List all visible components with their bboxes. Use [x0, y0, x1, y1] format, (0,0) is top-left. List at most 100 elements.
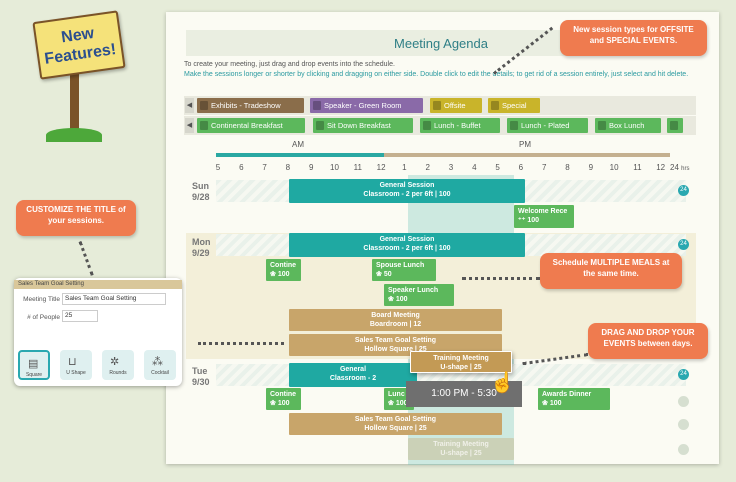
tue-goal-detail: Hollow Square | 25	[364, 425, 427, 432]
tue-continental[interactable]: Contine❀ 100	[266, 388, 301, 410]
ghost-detail: U-shape | 25	[440, 450, 482, 457]
shape-cocktail[interactable]: ⁂ Cocktail	[144, 350, 176, 380]
shape-square-label: Square	[25, 372, 43, 378]
palette-speaker[interactable]: Speaker - Green Room	[310, 98, 423, 113]
scroll-left-button[interactable]: ◀	[185, 98, 194, 113]
sun-welcome-title: Welcome Rece	[518, 208, 568, 215]
hour-label: 1	[402, 163, 407, 172]
hour-label: 6	[239, 163, 244, 172]
palette-special[interactable]: Special	[488, 98, 540, 113]
mon-spouse-title: Spouse Lunch	[376, 262, 425, 269]
tue-goal-title: Sales Team Goal Setting	[354, 416, 437, 423]
shape-u[interactable]: ⊔ U Shape	[60, 350, 92, 380]
am-bar	[216, 153, 384, 157]
tue-lunch-title: Lunc	[388, 391, 405, 398]
sun-general-session-title: General Session	[379, 182, 435, 189]
palette-lunch-buffet[interactable]: Lunch - Buffet	[420, 118, 500, 133]
day-tue-name: Tue	[192, 366, 208, 376]
hour-label: 4	[472, 163, 477, 172]
mon-continental[interactable]: Contine❀ 100	[266, 259, 301, 281]
pm-label: PM	[519, 140, 531, 149]
tue-continental-detail: ❀ 100	[270, 400, 290, 407]
hour-label: 12	[376, 163, 386, 172]
tue-badge: 24	[678, 369, 689, 380]
hrs-unit: hrs	[681, 166, 690, 172]
pm-bar	[384, 153, 670, 157]
mon-speaker-lunch[interactable]: Speaker Lunch ❀ 100	[384, 284, 454, 306]
sun-welcome-reception[interactable]: Welcome Rece⁺⁺ 100	[514, 205, 574, 228]
palette-lunch-plated[interactable]: Lunch - Plated	[507, 118, 588, 133]
meeting-title-label: Meeting Title	[23, 296, 60, 303]
day-sun-date: 9/28	[192, 192, 210, 202]
new-features-sign: New Features!	[32, 10, 126, 80]
drag-detail: U-shape | 25	[440, 364, 482, 371]
day-tue-date: 9/30	[192, 377, 210, 387]
mon-speaker-title: Speaker Lunch	[388, 287, 439, 294]
rounds-icon: ✲	[110, 356, 120, 368]
cocktail-icon: ⁂	[152, 356, 163, 368]
palette-continental-breakfast[interactable]: Continental Breakfast	[197, 118, 305, 133]
sun-general-session-detail: Classroom - 2 per 6ft | 100	[363, 191, 451, 198]
instructions-line-1: To create your meeting, just drag and dr…	[184, 61, 395, 68]
hour-label: 3	[448, 163, 454, 172]
hour-label: 10	[330, 163, 339, 172]
mon-continental-detail: ❀ 100	[270, 271, 290, 278]
mon-spouse-detail: ❀ 50	[376, 271, 392, 278]
ghost-title: Training Meeting	[433, 441, 489, 448]
callout-title: CUSTOMIZE THE TITLE of your sessions.	[16, 200, 136, 236]
shape-square[interactable]: ▤Square	[18, 350, 50, 380]
palette-offsite[interactable]: Offsite	[430, 98, 482, 113]
hour-label: 12	[656, 163, 666, 172]
shape-u-label: U Shape	[66, 370, 86, 376]
time-tooltip: 1:00 PM - 5:30	[406, 381, 522, 407]
shape-rounds[interactable]: ✲Rounds	[102, 350, 134, 380]
hours-end-label: 24 hrs	[670, 163, 689, 172]
palette-exhibits[interactable]: Exhibits - Tradeshow	[197, 98, 304, 113]
hand-cursor-icon: ☝	[490, 372, 515, 394]
palette-box-lunch[interactable]: Box Lunch	[595, 118, 661, 133]
mon-general-session-title: General Session	[379, 236, 435, 243]
tue-awards-dinner[interactable]: Awards Dinner❀ 100	[538, 388, 610, 410]
day-sun-name: Sun	[192, 181, 209, 191]
tue-badge-4	[678, 444, 689, 455]
mon-badge: 24	[678, 239, 689, 250]
hour-label: 11	[633, 163, 642, 172]
sun-welcome-count: 100	[527, 217, 540, 224]
scroll-left-button-2[interactable]: ◀	[185, 118, 194, 133]
day-mon-date: 9/29	[192, 248, 210, 258]
palette-sit-down-breakfast[interactable]: Sit Down Breakfast	[313, 118, 413, 133]
mon-speaker-detail: ❀ 100	[388, 296, 408, 303]
u-shape-icon: ⊔	[68, 356, 77, 368]
mon-goal-detail: Hollow Square | 25	[364, 346, 427, 353]
callout-meals-pointer	[462, 277, 540, 280]
palette-more[interactable]	[667, 118, 683, 133]
tue-continental-count: 100	[277, 400, 290, 407]
tue-general-title: General	[339, 366, 367, 373]
people-input[interactable]: 25	[62, 310, 98, 322]
mon-speaker-count: 100	[395, 296, 408, 303]
instructions-line-2: Make the sessions longer or shorter by c…	[184, 71, 689, 78]
mon-continental-count: 100	[277, 271, 290, 278]
shape-cocktail-label: Cocktail	[151, 370, 169, 376]
tue-awards-count: 100	[549, 400, 562, 407]
signpost	[70, 62, 79, 140]
tue-badge-3	[678, 419, 689, 430]
page-title: Meeting Agenda	[394, 36, 488, 51]
mon-spouse-lunch[interactable]: Spouse Lunch ❀ 50	[372, 259, 436, 281]
callout-offsite: New session types for OFFSITE and SPECIA…	[560, 20, 707, 56]
meeting-title-input[interactable]: Sales Team Goal Setting	[62, 293, 166, 305]
side-card-pointer	[198, 342, 284, 345]
tue-awards-detail: ❀ 100	[542, 400, 562, 407]
grass-decoration	[46, 128, 102, 142]
